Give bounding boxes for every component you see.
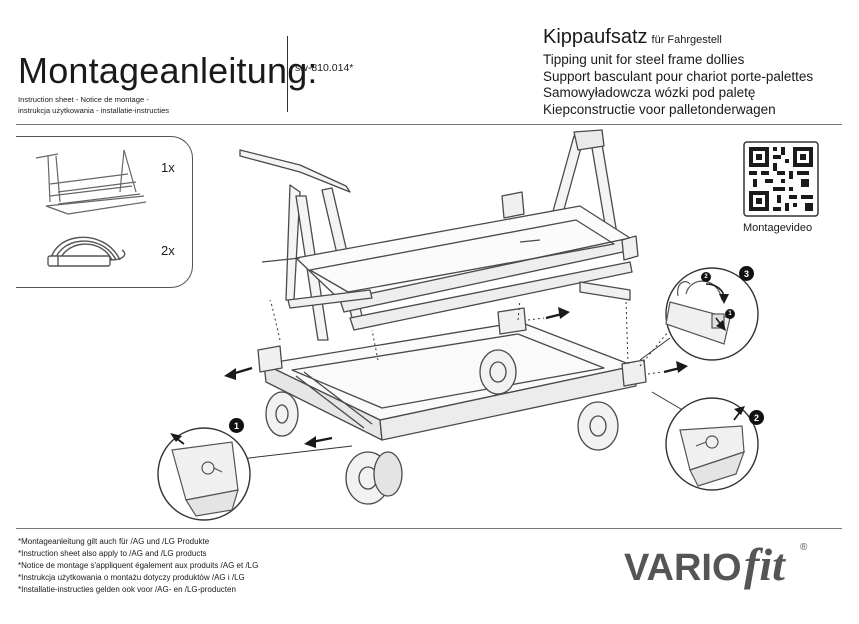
product-translations: Tipping unit for steel frame dollies Sup… bbox=[543, 52, 813, 118]
page-title: Montageanleitung: bbox=[18, 50, 318, 91]
step-badge-3: 3 bbox=[739, 266, 754, 281]
footer-notes: *Montageanleitung gilt auch für /AG und … bbox=[18, 536, 258, 596]
translation-en: Tipping unit for steel frame dollies bbox=[543, 52, 745, 67]
brand-mark: ® bbox=[800, 542, 808, 553]
header-divider bbox=[287, 36, 288, 112]
step-badge-1: 1 bbox=[229, 418, 244, 433]
translation-fr: Support basculant pour chariot porte-pal… bbox=[543, 68, 814, 84]
footer-note-en: *Instruction sheet also apply to /AG and… bbox=[18, 549, 207, 558]
brand-prefix: VARIO bbox=[624, 547, 742, 589]
detail-step-label-2: 2 bbox=[701, 272, 711, 282]
header-rule bbox=[16, 124, 842, 125]
footer-rule bbox=[16, 528, 842, 529]
step-badge-2: 2 bbox=[749, 410, 764, 425]
product-suffix: für Fahrgestell bbox=[651, 34, 722, 46]
subtitle-line-2: instrukcja użytkowania - installatie-ins… bbox=[18, 106, 170, 115]
subtitle-line-1: Instruction sheet - Notice de montage - bbox=[18, 95, 149, 104]
variofit-logo: VARIO fit ® bbox=[624, 539, 808, 590]
footer-note-fr: *Notice de montage s'appliquent égalemen… bbox=[18, 561, 259, 570]
translation-pl: Samowyładowcza wózki pod paletę bbox=[543, 85, 756, 100]
qr-code-icon[interactable] bbox=[743, 141, 819, 217]
part-quantity-1: 1x bbox=[161, 160, 175, 175]
parts-list-box bbox=[16, 136, 193, 288]
footer-note-nl: *Installatie-instructies gelden ook voor… bbox=[18, 585, 236, 594]
detail-step-label-1: 1 bbox=[725, 309, 735, 319]
article-number: sw-810.014* bbox=[295, 62, 354, 74]
footer-note-pl: *Instrukcja użytkowania o montażu dotycz… bbox=[18, 573, 245, 582]
hoop-strap-icon bbox=[47, 236, 126, 267]
product-name: Kippaufsatz bbox=[543, 26, 648, 48]
tipping-frame-icon bbox=[35, 149, 147, 215]
part-quantity-2: 2x bbox=[161, 243, 175, 258]
qr-label: Montagevideo bbox=[743, 222, 813, 234]
footer-note-de: *Montageanleitung gilt auch für /AG und … bbox=[18, 537, 210, 546]
brand-suffix: fit bbox=[744, 539, 786, 590]
instruction-subtitle: Instruction sheet - Notice de montage - … bbox=[18, 94, 169, 116]
translation-nl: Kiepconstructie voor palletonderwagen bbox=[543, 101, 776, 117]
